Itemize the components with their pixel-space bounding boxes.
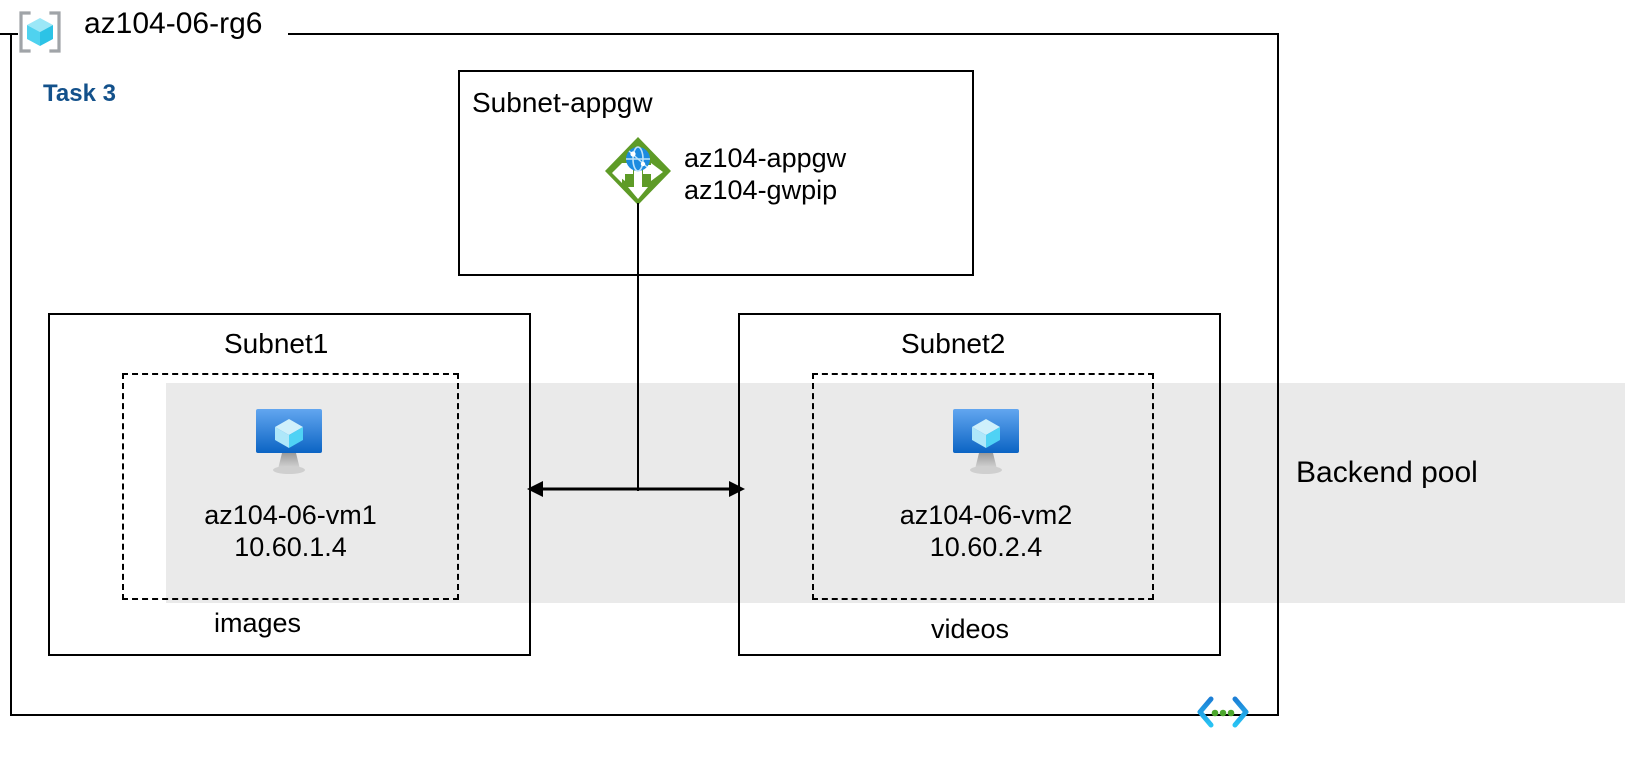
subnet1-title: Subnet1 <box>224 328 329 359</box>
vm1-name: az104-06-vm1 <box>204 500 377 530</box>
subnet2-title: Subnet2 <box>901 328 1006 359</box>
subnet-appgw-box <box>458 70 974 276</box>
appgw-connector-line <box>637 203 639 491</box>
backend-pool-band <box>166 383 1625 603</box>
code-dots-icon <box>1197 696 1249 728</box>
subnet1-box <box>48 313 531 656</box>
resource-group-border-right <box>1277 33 1279 716</box>
appgw-name: az104-appgw <box>684 143 847 173</box>
task-label: Task 3 <box>43 80 116 107</box>
virtual-machine-icon <box>949 406 1023 476</box>
gwpip-name: az104-gwpip <box>684 174 838 205</box>
appgw-resource-labels: az104-appgw az104-gwpip <box>684 143 846 207</box>
resource-group-border-left <box>10 33 12 716</box>
subnet2-nsg-boundary <box>812 373 1154 600</box>
resource-group-border-top-left <box>0 33 18 35</box>
vm2-ip: 10.60.2.4 <box>929 531 1043 562</box>
subnet2-box <box>738 313 1221 656</box>
application-gateway-icon <box>603 135 673 207</box>
backend-pool-label: Backend pool <box>1296 456 1478 489</box>
subnet-link-arrow <box>525 474 747 504</box>
resource-group-border-top-right <box>288 33 1279 35</box>
vm1-labels: az104-06-vm1 10.60.1.4 <box>188 500 393 564</box>
subnet1-nsg-label: images <box>214 608 302 638</box>
vm2-name: az104-06-vm2 <box>899 500 1073 530</box>
subnet2-nsg-label: videos <box>931 614 1010 644</box>
resource-group-border-bottom <box>10 714 1279 716</box>
vm2-labels: az104-06-vm2 10.60.2.4 <box>880 500 1092 564</box>
virtual-machine-icon <box>252 406 326 476</box>
vm1-ip: 10.60.1.4 <box>234 531 347 562</box>
subnet-appgw-title: Subnet-appgw <box>472 87 653 118</box>
subnet1-nsg-boundary <box>122 373 459 600</box>
resource-group-icon <box>16 8 64 56</box>
resource-group-name: az104-06-rg6 <box>84 7 263 40</box>
